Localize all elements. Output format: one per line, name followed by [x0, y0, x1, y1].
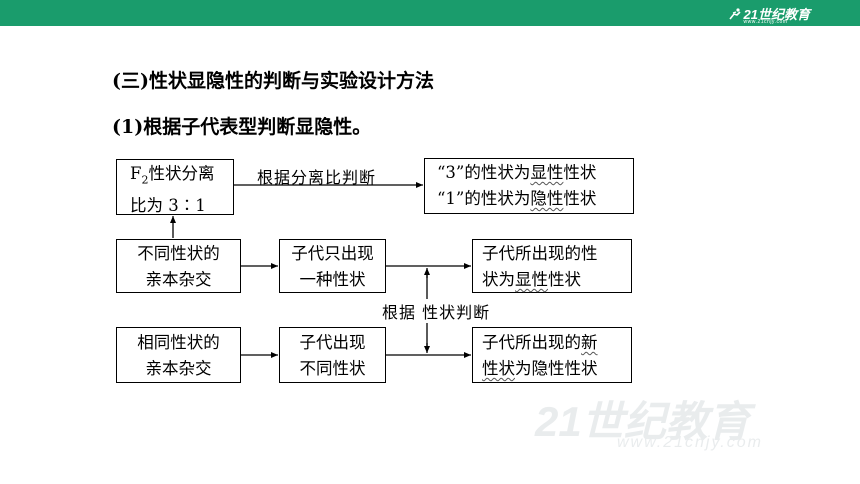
box-diff-parents-line2: 亲本杂交 [145, 270, 212, 289]
logo-text: 21世纪教育 [743, 7, 810, 22]
box-dominant-line1: 子代所出现的性 [482, 244, 598, 263]
watermark-text: 21世纪教育 [535, 398, 750, 445]
box-one-trait: 子代只出现 一种性状 [279, 239, 386, 293]
box-diff-traits: 子代出现 不同性状 [279, 327, 386, 383]
box-dominant-line2: 状为显性性状 [482, 270, 581, 289]
site-logo: 21世纪教育 www.21cnjy.com [728, 4, 810, 25]
label-ratio: 根据分离比判断 [257, 168, 377, 187]
runner-logo-icon [728, 8, 741, 20]
box-same-parents: 相同性状的 亲本杂交 [116, 327, 241, 383]
header-bar [0, 0, 860, 26]
box-recessive-line1: 子代所出现的新 [482, 333, 598, 352]
section-title: (三)性状显隐性的判断与实验设计方法 [112, 70, 434, 92]
box-dominant-result: 子代所出现的性 状为显性性状 [472, 239, 632, 293]
box-f2-line2: 比为 3∶1 [130, 196, 206, 216]
box-f2-ratio: F2性状分离 比为 3∶1 [116, 159, 234, 215]
box-diff-traits-line2: 不同性状 [299, 359, 366, 378]
watermark: 21世纪教育 www.21cnjy.com [535, 388, 761, 451]
box-f2-line1: F2性状分离 [130, 164, 215, 187]
box-ratio-result: “3”的性状为显性性状 “1”的性状为隐性性状 [424, 158, 634, 214]
label-trait: 根据 性状判断 [382, 299, 491, 323]
watermark-url: www.21cnjy.com [617, 434, 763, 451]
box-diff-parents: 不同性状的 亲本杂交 [116, 239, 241, 293]
box-diff-parents-line1: 不同性状的 [137, 244, 220, 263]
box-same-parents-line1: 相同性状的 [137, 333, 220, 352]
box-ratio-line1: “3”的性状为显性性状 [437, 163, 597, 182]
box-ratio-line2: “1”的性状为隐性性状 [437, 189, 597, 208]
subsection-title: (1)根据子代表型判断显隐性。 [112, 116, 372, 138]
box-diff-traits-line1: 子代出现 [299, 333, 366, 352]
box-recessive-result: 子代所出现的新 性状为隐性性状 [472, 327, 632, 383]
box-same-parents-line2: 亲本杂交 [145, 359, 212, 378]
box-one-trait-line2: 一种性状 [299, 270, 366, 289]
box-recessive-line2: 性状为隐性性状 [482, 359, 598, 378]
box-one-trait-line1: 子代只出现 [291, 244, 374, 263]
logo-url: www.21cnjy.com [743, 19, 788, 25]
